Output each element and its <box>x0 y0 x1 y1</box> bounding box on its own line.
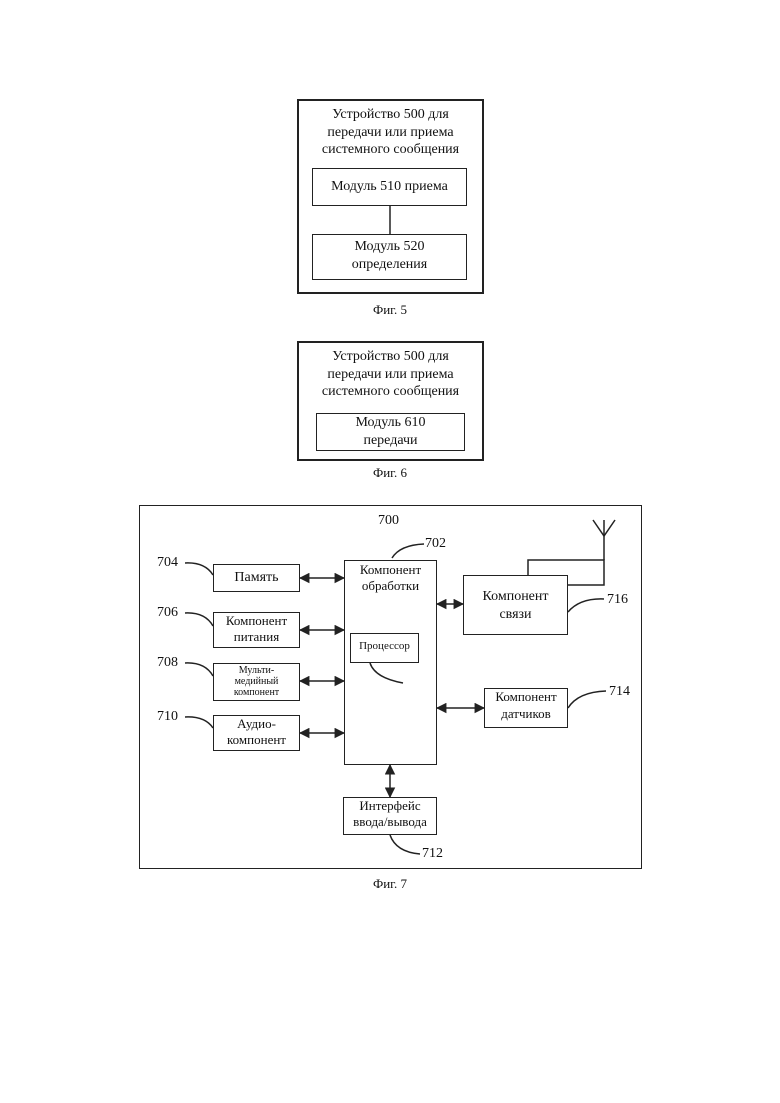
ref-700: 700 <box>378 513 399 529</box>
comm-label: Компонент связи <box>480 588 551 624</box>
ref-708: 708 <box>157 655 178 671</box>
multimedia-label: Мульти- медийный компонент <box>225 665 288 698</box>
ref-706: 706 <box>157 605 178 621</box>
fig6-device-title: Устройство 500 для передачи или приема с… <box>304 348 477 401</box>
fig5-module-520-label: Модуль 520 определения <box>330 238 449 273</box>
fig7-caption: Фиг. 7 <box>340 876 440 892</box>
fig6-module-610-label: Модуль 610 передачи <box>340 414 441 449</box>
sensor-label: Компонент датчиков <box>484 689 568 723</box>
fig5-caption: Фиг. 5 <box>340 302 440 318</box>
ref-704: 704 <box>157 555 178 571</box>
fig5-device-title: Устройство 500 для передачи или приема с… <box>304 106 477 159</box>
io-label: Интерфейс ввода/вывода <box>343 798 437 831</box>
ref-710: 710 <box>157 709 178 725</box>
ref-714: 714 <box>609 684 630 700</box>
ref-716: 716 <box>607 592 628 608</box>
fig5-module-510-label: Модуль 510 приема <box>312 178 467 196</box>
memory-label: Память <box>213 569 300 587</box>
ref-712: 712 <box>422 846 443 862</box>
processor-label: Процессор <box>350 640 419 654</box>
power-label: Компонент питания <box>216 613 297 644</box>
ref-702: 702 <box>425 536 446 552</box>
fig6-caption: Фиг. 6 <box>340 465 440 481</box>
audio-label: Аудио- компонент <box>216 716 297 747</box>
processing-label: Компонент обработки <box>344 562 437 595</box>
